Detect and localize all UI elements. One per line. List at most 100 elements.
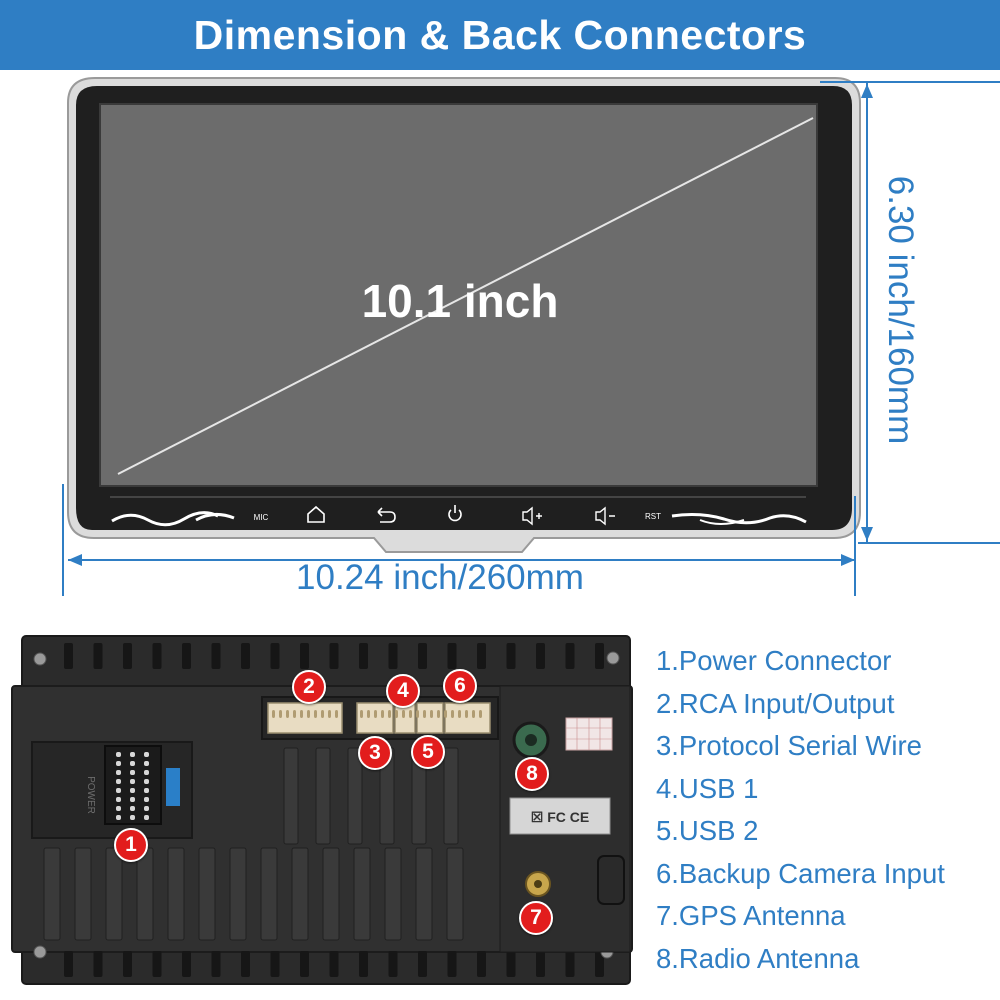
connector-pin <box>409 710 412 718</box>
cooling-fin <box>229 847 247 941</box>
camera-connector <box>444 702 491 734</box>
connector-pin <box>116 770 121 775</box>
vent-slot <box>211 951 221 977</box>
power-icon <box>448 505 462 522</box>
connector-pin <box>272 710 275 718</box>
vent-slot <box>565 643 575 669</box>
vent-slot <box>447 951 457 977</box>
vent-slot <box>418 643 427 669</box>
connector-pin <box>388 710 391 718</box>
vent-slot <box>506 951 516 977</box>
vent-slot <box>211 643 221 669</box>
volume-up-icon <box>522 506 542 526</box>
cooling-fin <box>347 747 363 845</box>
connector-pin <box>458 710 461 718</box>
connector-pin <box>437 710 440 718</box>
connector-pin <box>321 710 324 718</box>
home-icon <box>307 505 325 523</box>
cooling-fin <box>105 847 123 941</box>
right-decor-wave <box>671 513 807 525</box>
title-banner <box>0 0 1000 70</box>
connector-pin <box>144 806 149 811</box>
connector-pin <box>144 770 149 775</box>
connector-pin <box>360 710 363 718</box>
connector-pin <box>130 788 135 793</box>
cooling-fin <box>353 847 371 941</box>
connector-pin <box>116 779 121 784</box>
connector-pin <box>293 710 296 718</box>
vent-slot <box>536 951 545 977</box>
connector-pin <box>130 770 135 775</box>
connector-pin <box>144 779 149 784</box>
vent-slot <box>182 643 191 669</box>
connector-pin <box>479 710 482 718</box>
cooling-fin <box>315 747 331 845</box>
connector-badge-1: 1 <box>114 828 148 862</box>
cooling-fin <box>322 847 340 941</box>
connector-pin <box>465 710 468 718</box>
legend-item: 3.Protocol Serial Wire <box>656 730 922 761</box>
connector-pin <box>374 710 377 718</box>
cooling-fin <box>443 747 459 845</box>
diagonal-line <box>117 117 814 475</box>
connector-pin <box>402 710 405 718</box>
svg-text:POWER: POWER <box>85 776 96 814</box>
legend-item: 7.GPS Antenna <box>656 900 846 931</box>
screw <box>33 945 47 959</box>
connector-pin <box>395 710 398 718</box>
vent-slot <box>329 643 339 669</box>
connector-pin <box>116 752 121 757</box>
connector-pin <box>381 710 384 718</box>
connector-pin <box>423 710 426 718</box>
connector-pin <box>367 710 370 718</box>
cooling-fin <box>260 847 278 941</box>
connector-pin <box>130 761 135 766</box>
connector-pin <box>130 815 135 820</box>
vent-slot <box>270 643 280 669</box>
serial-connector <box>356 702 394 734</box>
front-view-diagram: MIC RST <box>62 77 1000 596</box>
vent-slot <box>329 951 339 977</box>
svg-text:☒ FC CE: ☒ FC CE <box>531 809 589 825</box>
vent-slot <box>241 951 250 977</box>
connector-pin <box>444 710 447 718</box>
vent-slot <box>64 951 73 977</box>
power-connector <box>104 745 162 825</box>
connector-pin <box>279 710 282 718</box>
mic-label: MIC <box>254 513 269 522</box>
legend-item: 1.Power Connector <box>656 645 892 676</box>
volume-down-icon <box>595 506 615 526</box>
cooling-fin <box>136 847 154 941</box>
cooling-fin <box>384 847 402 941</box>
connector-pin <box>307 710 310 718</box>
connector-pin <box>144 815 149 820</box>
connector-pin <box>416 710 419 718</box>
connector-badge-3: 3 <box>358 736 392 770</box>
vent-slot <box>359 643 368 669</box>
connector-pin <box>130 752 135 757</box>
connector-badge-5: 5 <box>411 735 445 769</box>
vent-slot <box>182 951 191 977</box>
vent-slot <box>93 951 103 977</box>
legend-item: 2.RCA Input/Output <box>656 687 895 719</box>
width-label: 10.24 inch/260mm <box>296 558 584 597</box>
vent-slot <box>477 643 486 669</box>
vent-slot <box>93 643 103 669</box>
connector-pin <box>144 797 149 802</box>
cooling-fin <box>74 847 92 941</box>
vent-slot <box>477 951 486 977</box>
connector-pin <box>451 710 454 718</box>
connector-pin <box>116 761 121 766</box>
cooling-fin <box>415 847 433 941</box>
connector-pin <box>116 788 121 793</box>
connector-pin <box>328 710 331 718</box>
connector-pin <box>430 710 433 718</box>
cooling-fin <box>198 847 216 941</box>
vent-slot <box>64 643 73 669</box>
connector-badge-6: 6 <box>443 669 477 703</box>
connector-pin <box>144 752 149 757</box>
vent-slot <box>152 951 162 977</box>
vent-slot <box>388 643 398 669</box>
rca-connector <box>267 702 343 734</box>
connector-pin <box>130 779 135 784</box>
